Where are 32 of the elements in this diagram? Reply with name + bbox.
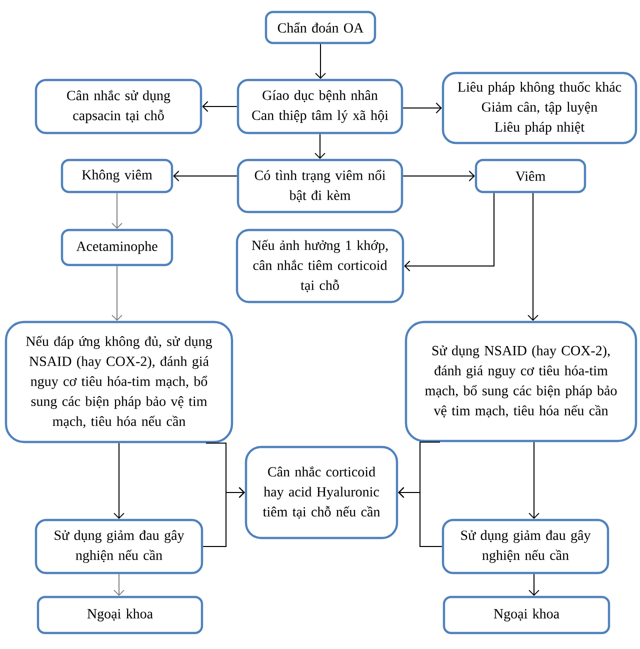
process-box: Cân nhắc sử dụng capsacin tại chỗ	[34, 78, 202, 134]
arrow	[402, 170, 475, 182]
arrow	[528, 442, 540, 519]
process-box: Cân nhắc corticoid hay acid Hyaluronic tiêm tại chỗ nếu cần	[244, 446, 398, 540]
arrow	[315, 44, 326, 79]
process-box: Acetaminophe	[60, 228, 174, 266]
process-box: Liêu pháp không thuốc khác Giảm cân, tập luyện Liêu pháp nhiệt	[442, 72, 638, 144]
arrow	[202, 101, 238, 112]
process-box: Gíao dục bệnh nhân Can thiệp tâm lý xã hội	[236, 78, 404, 134]
process-box: Không viêm	[60, 158, 174, 194]
process-box: Nếu ảnh hưởng 1 khớp, cân nhắc tiêm corticoid tại chỗ	[236, 228, 404, 304]
arrow	[202, 487, 245, 547]
arrow	[402, 102, 442, 114]
process-box: Có tình trạng viêm nổi bật đi kèm	[236, 158, 404, 214]
arrow	[173, 170, 238, 182]
arrow	[404, 192, 494, 272]
arrow	[112, 266, 122, 321]
process-box: Ngoại khoa	[442, 596, 610, 634]
arrow	[528, 574, 540, 596]
process-box: Nếu đáp ứng không đủ, sử dụng NSAID (hay COX-2), đánh giá nguy cơ tiêu hóa-tim mạch, bổ sung các biện pháp bảo vệ tim mạch, tiêu hóa nếu cần	[4, 320, 234, 444]
arrow	[398, 487, 442, 547]
process-box: Ngoại khoa	[36, 596, 204, 634]
process-box: Viêm	[474, 158, 586, 194]
arrow	[314, 134, 326, 159]
process-box: Sử dụng NSAID (hay COX-2), đánh giá nguy cơ tiêu hóa-tim mạch, bổ sung các biện pháp bảo vệ tim mạch, tiêu hóa nếu cần	[404, 320, 638, 442]
process-box: Sử dụng giảm đau gây nghiện nếu cần	[442, 518, 610, 574]
process-box: Chẩn đoán OA	[264, 10, 376, 44]
process-box: Sử dụng giảm đau gây nghiện nếu cần	[34, 518, 204, 574]
arrow	[112, 192, 122, 229]
arrow	[114, 574, 124, 596]
arrow	[528, 192, 538, 321]
arrow	[114, 442, 124, 519]
